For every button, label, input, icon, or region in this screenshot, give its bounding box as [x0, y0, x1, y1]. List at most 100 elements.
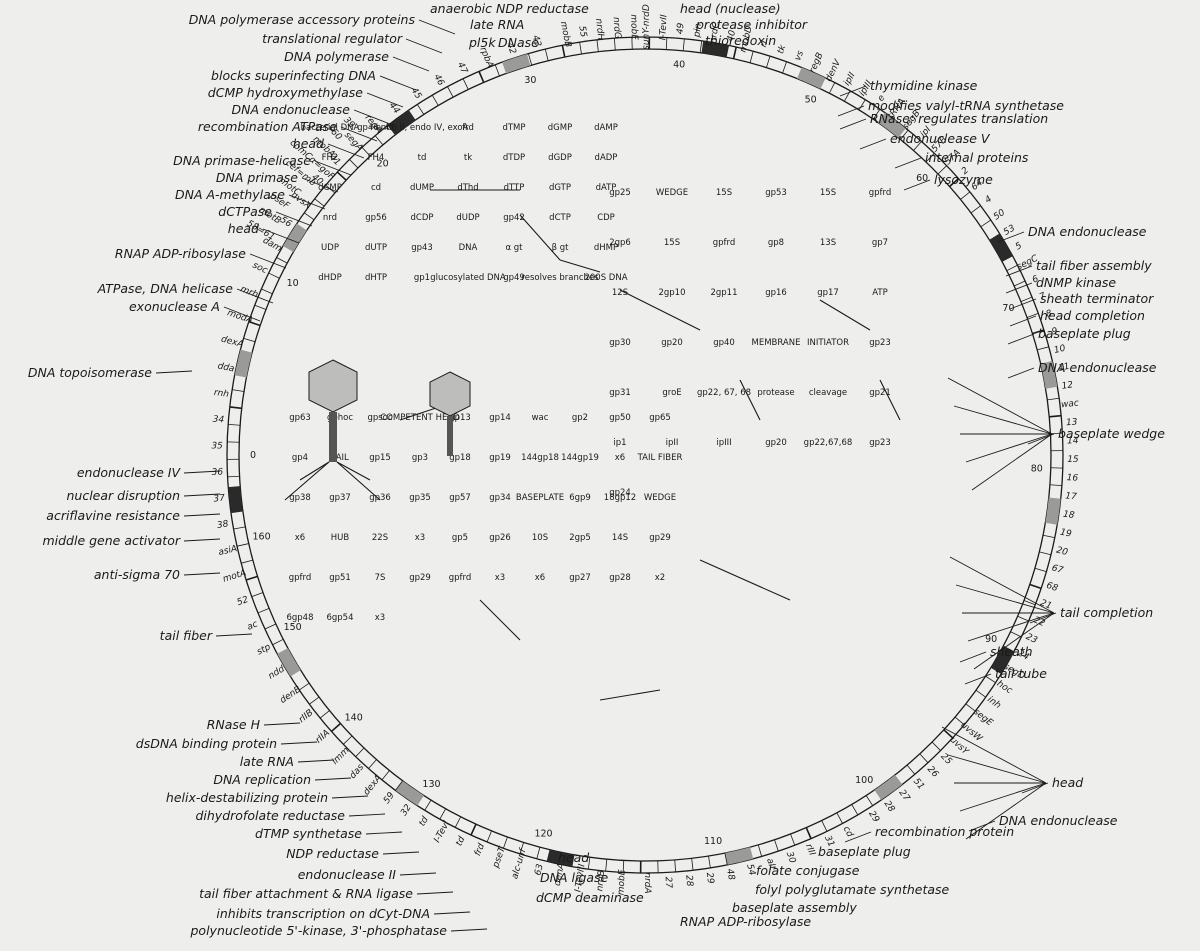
function-label-left: DNA primase [216, 170, 298, 185]
leader-line [1009, 315, 1037, 327]
ring-segment-divider [536, 847, 541, 859]
ring-segment-divider [1020, 296, 1033, 302]
pathway-label-nucleotide: td [418, 153, 427, 163]
pathway-label-tail: 144gp19 [561, 453, 599, 463]
pathway-label-head: gp25 [609, 188, 631, 198]
pathway-arrow [879, 379, 901, 421]
function-label-right: DNA endonuclease [999, 813, 1118, 828]
gene-label-bottom: 63 [533, 863, 546, 877]
gene-label-bottom: cd [841, 825, 855, 839]
pathway-arrow [739, 379, 761, 421]
ring-segment-divider [1006, 264, 1018, 272]
leader-line [839, 85, 867, 97]
ring-segment-divider [309, 696, 320, 705]
ring-segment-divider [462, 78, 469, 90]
pathway-label-head: INITIATOR [807, 338, 849, 348]
pathway-label-head: gp40 [713, 338, 735, 348]
ring-segment-divider [470, 823, 477, 836]
ring-segment-divider [494, 64, 500, 77]
leader-line [249, 253, 287, 269]
leader-line [366, 92, 404, 108]
pathway-label-nucleotide: dUTP [365, 243, 387, 253]
pathway-label-head: 15S [820, 188, 836, 198]
ring-segment-divider [519, 842, 524, 854]
ring-segment-divider [245, 575, 258, 581]
function-labels: DNA polymerase accessory proteinstransla… [28, 1, 1165, 938]
pathway-label-tail: gp34 [489, 493, 511, 503]
pathway-label-nucleotide: dAMP [594, 123, 618, 133]
pathway-label-tail: gp38 [289, 493, 311, 503]
function-label-left: tail fiber [160, 628, 213, 643]
gene-label-bottom: 30 [784, 850, 797, 864]
ring-segment-divider [233, 526, 246, 530]
ring-segment-divider [913, 141, 922, 151]
ring-segment-divider [622, 860, 625, 873]
ring-segment-divider [732, 46, 737, 59]
ring-segment-divider [381, 770, 390, 781]
gene-label-left: 38 [216, 519, 229, 531]
gene-label-right: 5 [1014, 241, 1024, 253]
ring-segment-divider [1034, 567, 1047, 573]
ring-segment-divider [454, 816, 462, 828]
pathway-label-head: gp30 [609, 338, 631, 348]
gene-label-left: ac [246, 619, 260, 632]
ring-segment-divider [447, 86, 454, 98]
pathway-label-tail: 10S [532, 533, 548, 543]
ring-segment-divider [980, 219, 991, 228]
pathway-label-tail: 14S [612, 533, 628, 543]
bracket-line [955, 584, 1055, 614]
ring-segment-divider [1042, 534, 1055, 539]
pathway-label-head: gp24 [609, 488, 631, 498]
ring-segment-divider [851, 804, 859, 815]
pathway-label-tail: x6 [295, 533, 305, 543]
pathway-label-nucleotide: FH2 [322, 153, 339, 163]
leader-line [894, 157, 922, 169]
ring-segment-divider [527, 53, 533, 66]
pathway-label-nucleotide: CDP [597, 213, 615, 223]
ring-segment-divider [424, 799, 432, 811]
pathway-label-nucleotide: dGDP [548, 153, 572, 163]
bracket-line [947, 377, 1053, 435]
ring-gene-block [395, 780, 424, 806]
ring-segment-divider [665, 37, 668, 50]
leader-line [379, 75, 417, 91]
gene-label-right: 9 [1051, 326, 1060, 337]
ring-segment-divider [544, 48, 549, 61]
ring-segment-divider [439, 808, 447, 820]
pathway-arrow [599, 689, 661, 701]
ring-segment-divider [900, 129, 909, 140]
function-label-left: tail fiber attachment & RNA ligase [199, 886, 413, 901]
ring-number: 20 [377, 159, 389, 170]
gene-label-left: 52 [236, 595, 250, 608]
pathway-label-tail: x2 [655, 573, 665, 583]
function-label-right: thymidine kinase [870, 78, 978, 93]
gene-label-bottom: td [454, 835, 467, 848]
function-label-right: DNA endonuclease [1038, 360, 1157, 375]
pathway-label-tail: 144gp18 [521, 453, 559, 463]
pathway-label-tail: HUB [331, 533, 350, 543]
ring-segment-divider [319, 710, 330, 719]
pathway-label-head: cleavage [809, 388, 847, 398]
pathway-label-nucleotide: gp1 [414, 273, 430, 283]
function-label-left: helix-destabilizing protein [166, 790, 328, 805]
gene-label-bottom: 28 [683, 875, 694, 888]
pathway-arrow [699, 559, 791, 601]
function-label-right: endonuclease V [890, 131, 991, 146]
ring-number: 10 [287, 278, 299, 289]
leader-line [968, 820, 996, 832]
function-label-left: middle gene activator [42, 533, 180, 548]
ring-segment-divider [613, 38, 616, 51]
ring-number: 40 [673, 59, 685, 70]
ring-gene-block [234, 349, 253, 378]
leader-line [859, 138, 887, 150]
leader-line [416, 891, 454, 895]
ring-segment-divider [960, 191, 971, 200]
ring-segment-divider [228, 423, 241, 426]
bracket-line [967, 612, 1055, 642]
gene-label-top: 49 [676, 22, 687, 35]
ring-segment-divider [836, 812, 843, 824]
ring-gene-block [387, 110, 416, 136]
pathway-label-nucleotide: dTTP [504, 183, 525, 193]
function-label-top: anaerobic NDP reductase [430, 1, 589, 16]
pathway-label-nucleotide: dGTP [549, 183, 571, 193]
